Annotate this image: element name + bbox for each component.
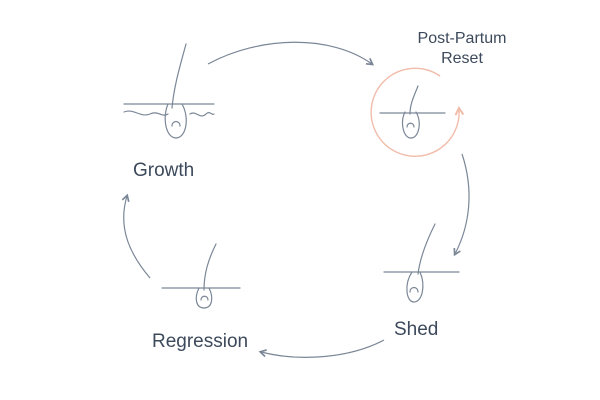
arrow-reset-to-shed — [455, 154, 469, 254]
stage-label-reset-line1: Post-Partum — [417, 30, 507, 47]
stage-label-growth: Growth — [133, 160, 195, 181]
hair-follicle-regression-icon — [162, 244, 240, 308]
stage-label-reset-line2: Reset — [441, 50, 483, 67]
stage-label-regression: Regression — [152, 331, 249, 352]
arrow-shed-to-regression — [261, 340, 384, 357]
arrow-growth-to-reset — [208, 42, 372, 64]
reset-loop-arrow — [371, 68, 459, 156]
arrow-regression-to-growth — [124, 196, 150, 278]
stage-label-shed: Shed — [394, 319, 439, 340]
hair-follicle-reset-icon — [380, 86, 445, 138]
hair-follicle-growth-icon — [124, 44, 214, 138]
hair-follicle-shed-icon — [384, 224, 459, 302]
stage-label-reset: Post-Partum Reset — [404, 29, 520, 69]
